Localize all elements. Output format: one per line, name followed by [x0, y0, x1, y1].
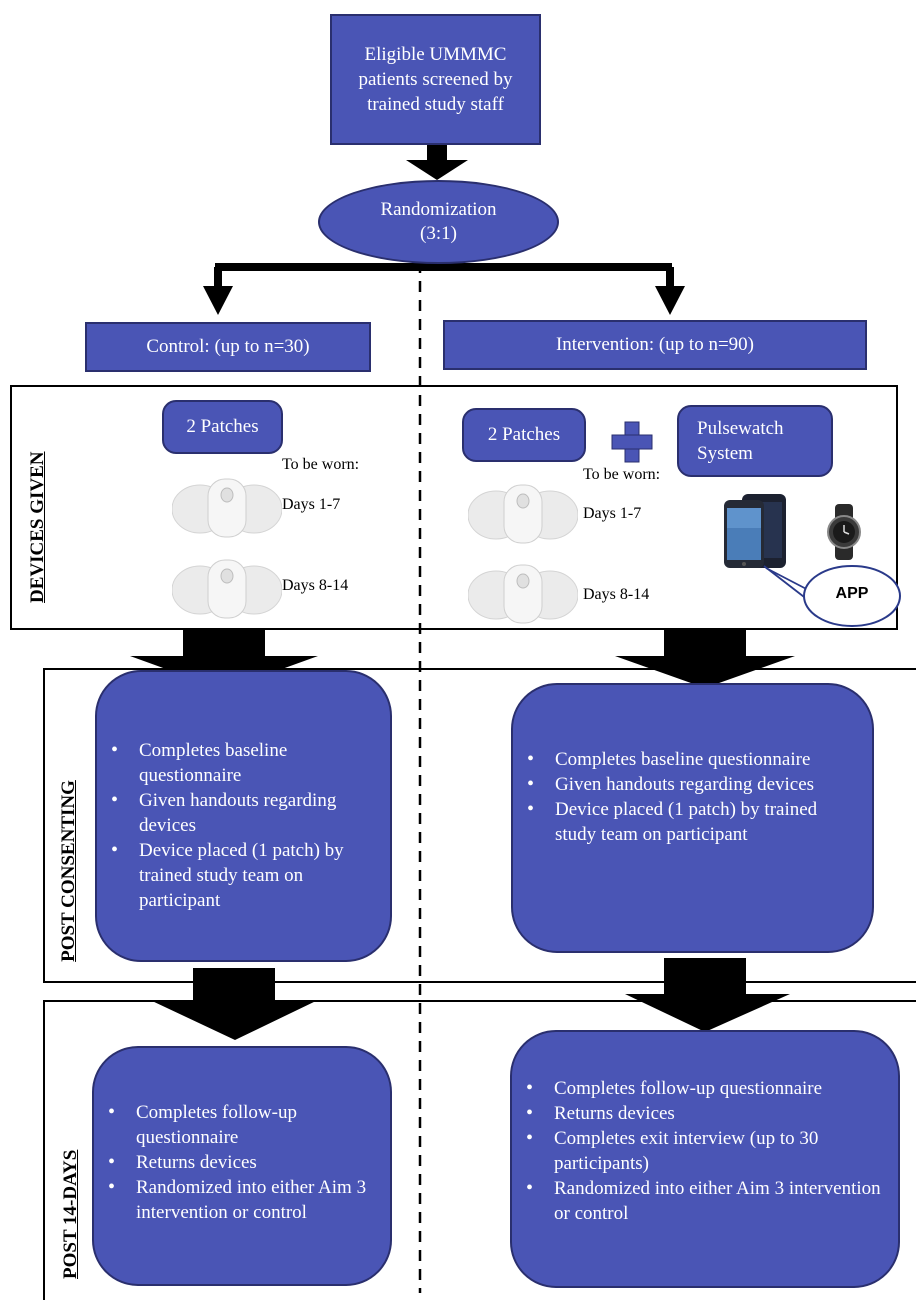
intervention-14days-item: Completes follow-up questionnaire	[512, 1076, 882, 1101]
pulsewatch-system-label: Pulsewatch System	[697, 418, 784, 464]
intervention-worn-label: To be worn:	[583, 466, 661, 483]
intervention-14days-box: Completes follow-up questionnaire Return…	[510, 1030, 900, 1288]
intervention-14days-item: Returns devices	[512, 1101, 882, 1126]
plus-icon	[611, 421, 653, 463]
intervention-arm-header: Intervention: (up to n=90)	[443, 320, 867, 370]
control-14days-item: Returns devices	[94, 1150, 369, 1175]
post-consenting-section	[43, 668, 916, 983]
eligible-patients-box: Eligible UMMMC patients screened by trai…	[330, 14, 541, 145]
patch-icon-control-2	[172, 559, 282, 619]
eligible-patients-text: Eligible UMMMC patients screened by trai…	[358, 44, 513, 115]
intervention-days-8-14: Days 8-14	[583, 586, 650, 603]
control-14days-box: Completes follow-up questionnaire Return…	[92, 1046, 392, 1286]
intervention-patches-label: 2 Patches	[487, 424, 561, 445]
control-14days-list: Completes follow-up questionnaire Return…	[94, 1100, 369, 1225]
devices-given-label: DEVICES GIVEN	[27, 451, 48, 603]
post-14-days-label: POST 14-DAYS	[60, 1149, 81, 1279]
intervention-14days-list: Completes follow-up questionnaire Return…	[512, 1076, 882, 1226]
intervention-consenting-item: Given handouts regarding devices	[513, 772, 858, 797]
control-consenting-item: Given handouts regarding devices	[97, 788, 362, 838]
control-14days-item: Randomized into either Aim 3 interventio…	[94, 1175, 369, 1225]
devices-given-section	[10, 385, 898, 630]
intervention-14days-item: Randomized into either Aim 3 interventio…	[512, 1176, 882, 1226]
control-days-8-14: Days 8-14	[282, 577, 349, 594]
pulsewatch-system-box: Pulsewatch System	[677, 405, 833, 477]
intervention-consenting-box: Completes baseline questionnaire Given h…	[511, 683, 874, 953]
randomization-node: Randomization (3:1)	[318, 180, 559, 264]
control-14days-item: Completes follow-up questionnaire	[94, 1100, 369, 1150]
control-consenting-box: Completes baseline questionnaire Given h…	[95, 670, 392, 962]
smartphone-icon	[724, 494, 786, 568]
control-days-1-7: Days 1-7	[282, 496, 341, 513]
randomization-label: Randomization	[380, 199, 497, 220]
post-14-days-section	[43, 1000, 916, 1300]
app-callout-bubble	[763, 565, 901, 627]
arrow-to-intervention	[655, 286, 685, 315]
intervention-arm-label: Intervention: (up to n=90)	[555, 334, 755, 355]
arrow-control-devices-to-consent	[130, 628, 318, 690]
arrow-control-consent-to-14days	[150, 968, 318, 1040]
control-consenting-item: Device placed (1 patch) by trained study…	[97, 838, 362, 913]
intervention-consenting-item: Device placed (1 patch) by trained study…	[513, 797, 858, 847]
control-consenting-item: Completes baseline questionnaire	[97, 738, 362, 788]
randomization-ratio: (3:1)	[420, 223, 457, 244]
arrow-intervention-devices-to-consent	[615, 628, 795, 688]
smartwatch-icon	[827, 504, 861, 560]
control-consenting-list: Completes baseline questionnaire Given h…	[97, 738, 362, 913]
app-label: APP	[835, 585, 869, 602]
intervention-14days-item: Completes exit interview (up to 30 parti…	[512, 1126, 882, 1176]
post-consenting-label: POST CONSENTING	[58, 780, 79, 962]
intervention-consenting-item: Completes baseline questionnaire	[513, 747, 858, 772]
control-patches-box: 2 Patches	[162, 400, 283, 454]
arrow-to-control	[203, 286, 233, 315]
intervention-patches-box: 2 Patches	[462, 408, 586, 462]
patch-icon-intervention-2	[468, 564, 578, 624]
control-arm-label: Control: (up to n=30)	[146, 336, 310, 357]
arrow-top-to-randomization	[406, 145, 468, 180]
intervention-days-1-7: Days 1-7	[583, 505, 642, 522]
patch-icon-control-1	[172, 478, 282, 538]
intervention-consenting-list: Completes baseline questionnaire Given h…	[513, 747, 858, 847]
control-patches-label: 2 Patches	[186, 416, 259, 437]
control-arm-header: Control: (up to n=30)	[85, 322, 371, 372]
patch-icon-intervention-1	[468, 484, 578, 544]
arrow-intervention-consent-to-14days	[625, 958, 790, 1032]
control-worn-label: To be worn:	[282, 456, 360, 473]
